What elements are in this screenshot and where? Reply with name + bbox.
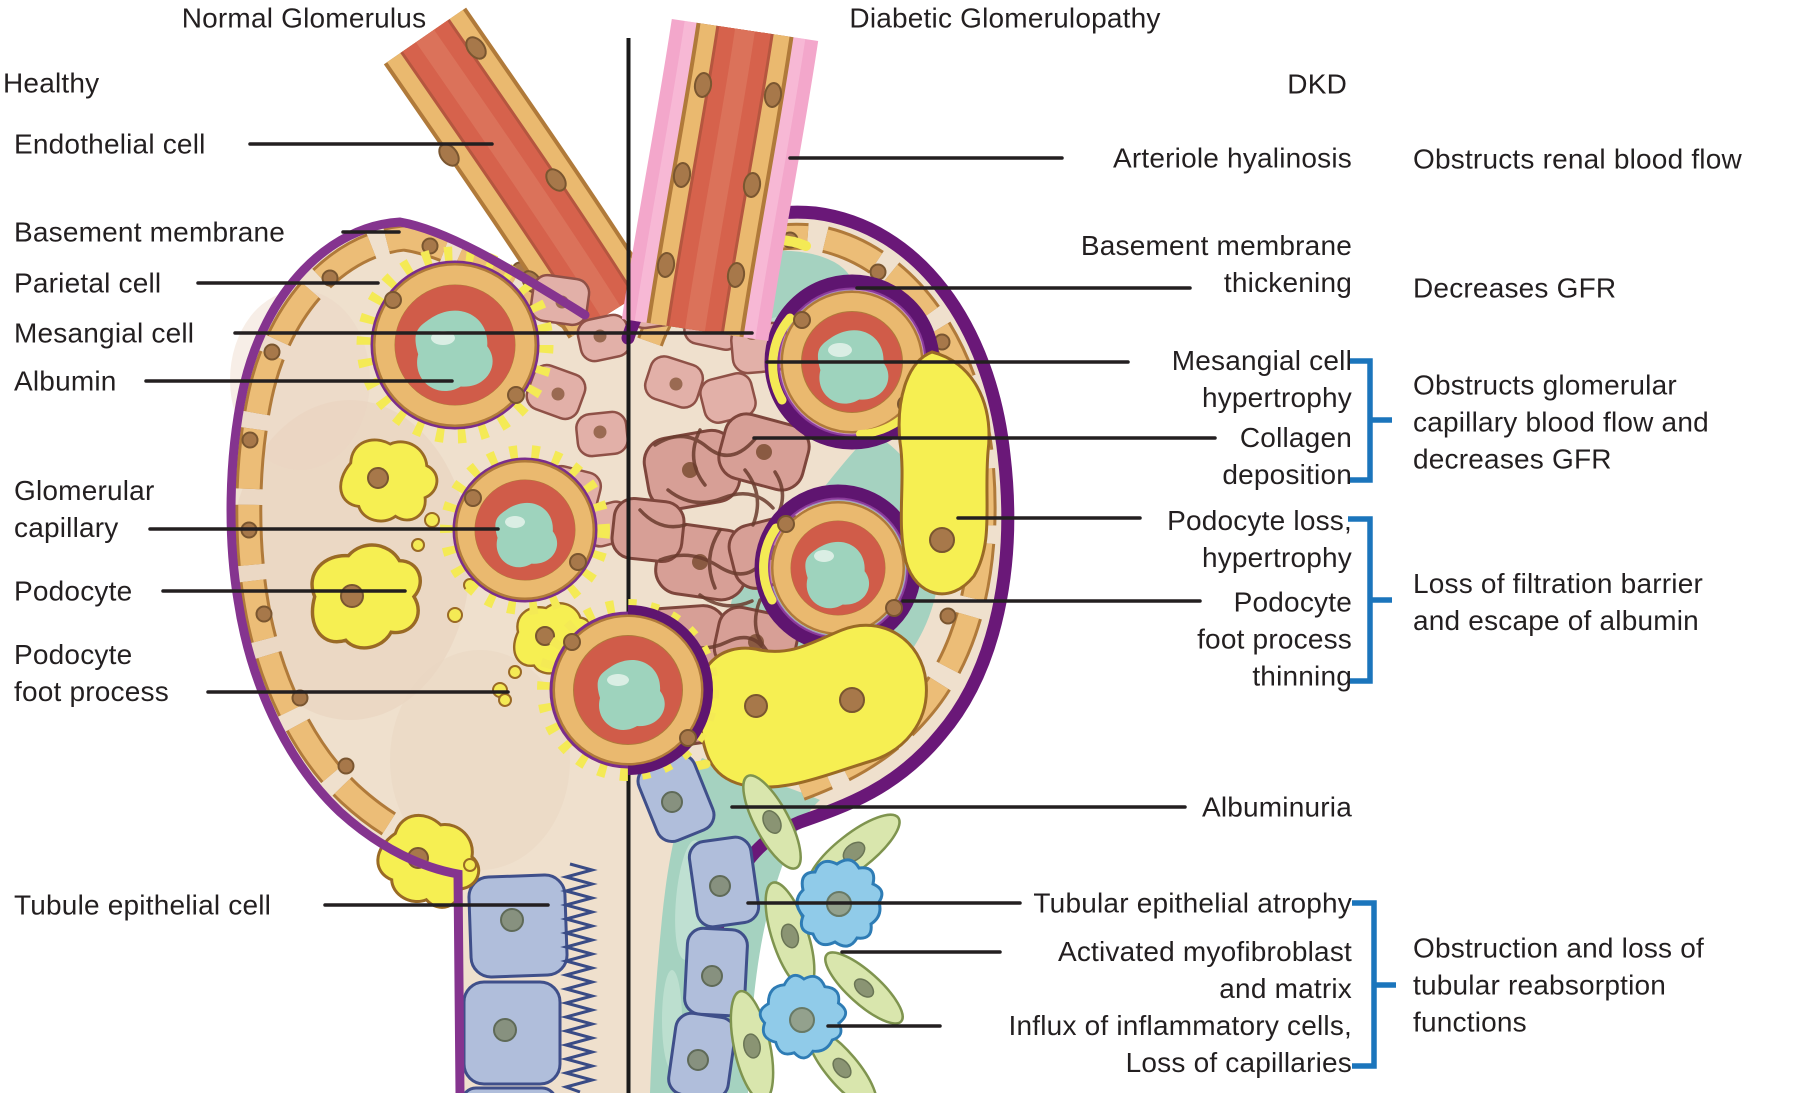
label-activated-myofibroblast: Activated myofibroblast and matrix: [1057, 936, 1352, 1004]
label-mesangial-cell-hypertrophy: Mesangial cell hypertrophy: [1171, 345, 1352, 413]
dkd-state-label: DKD: [1287, 68, 1347, 100]
dkd-hyalinized-arteriole: [621, 19, 819, 341]
left-panel-title: Normal Glomerulus: [181, 2, 427, 34]
label-collagen-deposition: Collagen deposition: [1222, 422, 1352, 490]
label-albumin: Albumin: [14, 365, 117, 397]
label-podocyte: Podocyte: [14, 575, 133, 607]
label-podocyte-foot-process: Podocyte foot process: [14, 639, 169, 707]
normal-glomerular-capillary-upper: [356, 246, 554, 444]
label-basement-membrane: Basement membrane: [14, 216, 286, 248]
label-podocyte-loss-hypertrophy: Podocyte loss, hypertrophy: [1167, 505, 1352, 573]
effect-decreases-gfr: Decreases GFR: [1413, 272, 1617, 304]
label-tubular-epithelial-atrophy: Tubular epithelial atrophy: [1033, 887, 1352, 919]
label-glomerular-capillary: Glomerular capillary: [14, 475, 155, 543]
label-basement-membrane-thickening: Basement membrane thickening: [1080, 230, 1352, 298]
label-parietal-cell: Parietal cell: [14, 267, 162, 299]
effect-loss-of-filtration-barrier: Loss of filtration barrier and escape of…: [1413, 568, 1703, 636]
healthy-state-label: Healthy: [3, 67, 100, 99]
normal-tubule: [462, 862, 598, 1093]
normal-capsule-membrane: [226, 217, 590, 1093]
shared-bottom-capillary: [537, 599, 719, 781]
label-podocyte-foot-process-thinning: Podocyte foot process thinning: [1197, 586, 1352, 692]
dkd-myofibroblasts: [729, 774, 904, 1093]
dkd-atrophic-tubule-cells: [636, 753, 761, 1093]
label-mesangial-cell: Mesangial cell: [14, 317, 195, 349]
leader-lines: [144, 142, 1217, 1028]
dkd-capillary-lower: [754, 484, 922, 652]
brush-border: [560, 862, 598, 1093]
label-influx-inflammatory-cells: Influx of inflammatory cells, Loss of ca…: [1008, 1010, 1352, 1078]
right-panel-title: Diabetic Glomerulopathy: [849, 2, 1161, 34]
effect-obstructs-glomerular-flow: Obstructs glomerular capillary blood flo…: [1413, 369, 1709, 475]
label-tubule-epithelial-cell: Tubule epithelial cell: [14, 889, 272, 921]
label-albuminuria: Albuminuria: [1201, 791, 1352, 823]
effect-obstructs-renal-blood-flow: Obstructs renal blood flow: [1413, 143, 1742, 175]
label-endothelial-cell: Endothelial cell: [14, 128, 206, 160]
normal-afferent-arteriole: [383, 7, 654, 339]
grouping-brackets: [1348, 358, 1396, 1069]
effect-obstruction-tubular-reabsorption: Obstruction and loss of tubular reabsorp…: [1413, 932, 1704, 1038]
label-arteriole-hyalinosis: Arteriole hyalinosis: [1113, 142, 1352, 174]
